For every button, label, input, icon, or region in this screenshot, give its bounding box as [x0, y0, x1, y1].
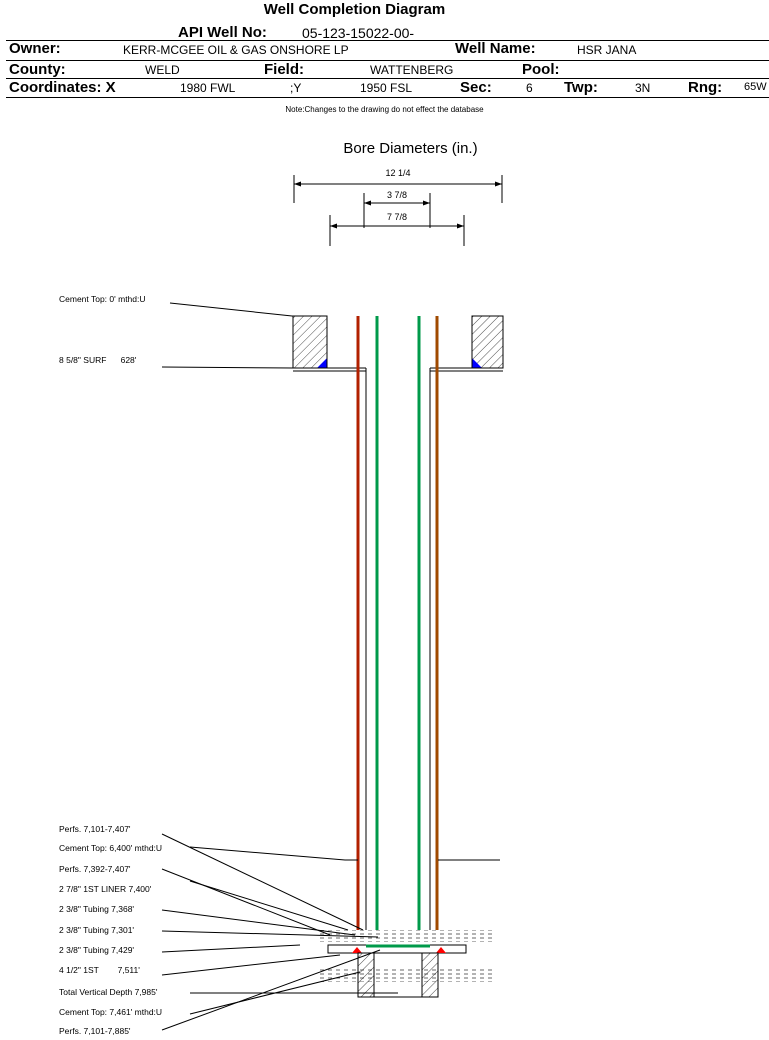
annotation-tvd: Total Vertical Depth 7,985' [59, 987, 158, 997]
diagram-title: Well Completion Diagram [263, 1, 446, 18]
coord-x-label: Coordinates: X [9, 79, 116, 96]
field-value: WATTENBERG [370, 63, 454, 77]
surface-casing [293, 316, 503, 372]
surface-cement-right [471, 315, 504, 369]
coord-x-value: 1980 FWL [180, 81, 236, 95]
bore-dimension-3-7-8 [363, 193, 431, 228]
owner-value: KERR-MCGEE OIL & GAS ONSHORE LP [123, 43, 349, 57]
annotation-casing-1st: 4 1/2" 1ST 7,511' [59, 965, 140, 975]
annotation-surface-casing: 8 5/8" SURF 628' [59, 355, 137, 365]
database-note: Note:Changes to the drawing do not effec… [285, 105, 484, 114]
annotation-liner: 2 7/8" 1ST LINER 7,400' [59, 884, 152, 894]
annotation-tubing-2: 2 3/8" Tubing 7,301' [59, 925, 135, 935]
api-well-value: 05-123-15022-00- [302, 25, 415, 41]
county-label: County: [9, 61, 66, 78]
bore-dimension-12-1-4 [293, 175, 503, 203]
bore-label-7-7-8: 7 7/8 [386, 212, 408, 222]
county-value: WELD [145, 63, 180, 77]
coord-y-value: 1950 FSL [360, 81, 413, 95]
api-well-label: API Well No: [178, 24, 267, 41]
annotation-cement-top-surface: Cement Top: 0' mthd:U [59, 294, 146, 304]
twp-value: 3N [635, 81, 651, 95]
annotation-leaders [161, 302, 500, 1031]
header-divider-1 [6, 40, 769, 41]
rng-value: 65W [744, 81, 767, 93]
well-name-label: Well Name: [455, 40, 536, 57]
bore-diameters-title: Bore Diameters (in.) [343, 140, 478, 157]
sec-value: 6 [526, 81, 533, 95]
bore-dimension-7-7-8 [329, 215, 465, 246]
coord-y-label: ;Y [290, 81, 302, 95]
header-divider-4 [6, 97, 769, 98]
bore-label-3-7-8: 3 7/8 [386, 190, 408, 200]
field-label: Field: [264, 61, 304, 78]
twp-label: Twp: [564, 79, 598, 96]
surface-cement-left [292, 315, 328, 369]
header-divider-3 [6, 78, 769, 79]
annotation-perfs-1: Perfs. 7,101-7,407' [59, 824, 131, 834]
annotation-cement-top-2: Cement Top: 6,400' mthd:U [59, 843, 163, 853]
rng-label: Rng: [688, 79, 723, 96]
annotation-cement-top-3: Cement Top: 7,461' mthd:U [59, 1007, 163, 1017]
annotation-perfs-3: Perfs. 7,101-7,885' [59, 1026, 131, 1036]
header-divider-2 [6, 60, 769, 61]
annotation-tubing-3: 2 3/8" Tubing 7,429' [59, 945, 135, 955]
completion-assembly [316, 930, 494, 998]
owner-label: Owner: [9, 40, 61, 57]
annotation-perfs-2: Perfs. 7,392-7,407' [59, 864, 131, 874]
annotation-tubing-1: 2 3/8" Tubing 7,368' [59, 904, 135, 914]
sec-label: Sec: [460, 79, 492, 96]
pool-label: Pool: [522, 61, 560, 78]
casing-walls [365, 368, 431, 930]
bore-label-12-1-4: 12 1/4 [385, 168, 411, 178]
well-name-value: HSR JANA [577, 43, 637, 57]
